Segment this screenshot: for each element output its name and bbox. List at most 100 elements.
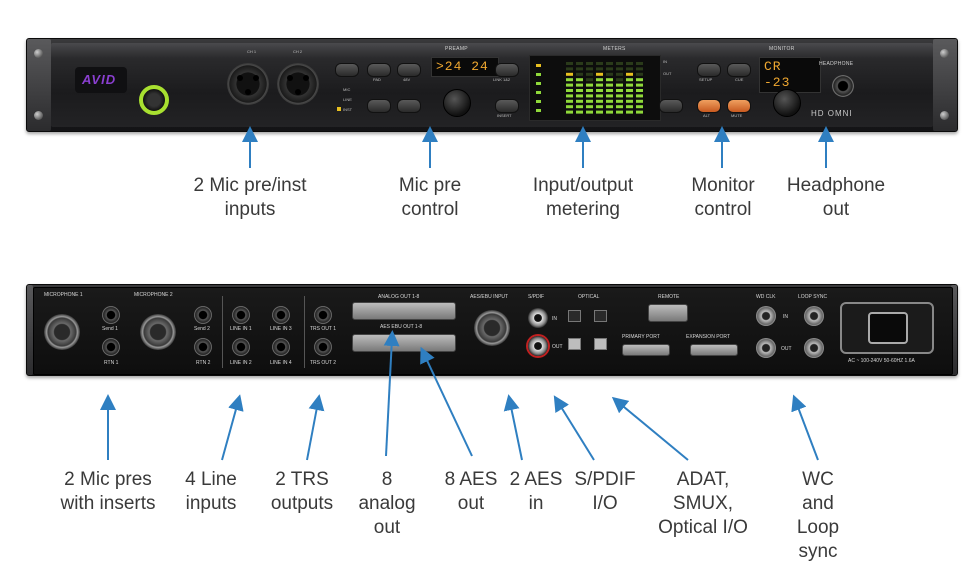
trs-out-2-label: TRS OUT 2 [310,360,337,366]
send-2-jack[interactable] [194,306,212,324]
mic-input-2-jack[interactable] [277,63,319,105]
aes-ebu-input-xlr-jack[interactable] [474,310,510,346]
rear-chassis: MICROPHONE 1 MICROPHONE 2 Send 1 RTN 1 S… [26,284,958,376]
meter-led [636,78,643,82]
meter-led [586,99,593,103]
meter-led [606,67,613,71]
avid-logo: AVID [75,67,127,93]
line-in-4-jack[interactable] [272,338,290,356]
headphone-section-label: HEADPHONE [819,61,854,67]
pad-label: PAD [373,77,381,82]
rack-ear-right [951,285,957,375]
preamp-gain-knob[interactable] [443,89,471,117]
expansion-port-connector[interactable] [690,344,738,356]
mute-button[interactable] [727,99,751,113]
optical-in-1-port[interactable] [568,310,581,322]
insert-button[interactable] [495,99,519,113]
meter-led [596,110,603,114]
meter-led [636,105,643,109]
arrow-line-inputs [221,394,244,461]
inst-led-icon [337,107,341,111]
setup-button[interactable] [697,63,721,77]
primary-port-connector[interactable] [622,344,670,356]
monitor-display: CR -23 [759,57,821,93]
trs-out-2-jack[interactable] [314,338,332,356]
rack-screw-icon [940,49,949,58]
meter-led [586,94,593,98]
front-faceplate: AVID CH 1 CH 2 MIC LINE INST PREAMP PAD … [51,43,933,127]
meter-led [626,105,633,109]
rear-panel: MICROPHONE 1 MICROPHONE 2 Send 1 RTN 1 S… [33,287,953,375]
inst-label: INST [343,107,353,112]
meter-led [616,67,623,71]
alt-button[interactable] [697,99,721,113]
line-in-3-jack[interactable] [272,306,290,324]
remote-db9-connector[interactable] [648,304,688,322]
meter-button[interactable] [659,99,683,113]
brand-label: AVID [82,72,117,87]
arrow-optical [611,396,689,461]
meter-indicator-led [536,91,541,94]
line-in-2-jack[interactable] [232,338,250,356]
meter-led [636,67,643,71]
cue-button[interactable] [727,63,751,77]
meter-led [596,62,603,65]
meter-led [626,62,633,65]
analog-out-db25-connector[interactable] [352,302,456,320]
rtn-1-jack[interactable] [102,338,120,356]
meter-led [586,83,593,87]
preamp-display: >24 24 [431,57,499,77]
mic-input-1-jack[interactable] [227,63,269,105]
pad-button[interactable] [367,63,391,77]
line-in-1-jack[interactable] [232,306,250,324]
line-in-4-label: LINE IN 4 [270,360,292,366]
select-button[interactable] [335,63,359,77]
wordclock-out-bnc-jack[interactable] [756,338,776,358]
meter-led [576,89,583,92]
arrow-analog-out [383,330,400,457]
meter-led [566,99,573,103]
mic-1-xlr-jack[interactable] [44,314,80,350]
headphone-jack[interactable] [832,75,854,97]
clock-out-label: OUT [781,346,792,352]
loop-sync-in-bnc-jack[interactable] [804,306,824,326]
trs-out-1-jack[interactable] [314,306,332,324]
monitor-level-knob[interactable] [773,89,801,117]
spdif-in-rca-jack[interactable] [528,308,548,328]
rtn-2-jack[interactable] [194,338,212,356]
line-in-2-label: LINE IN 2 [230,360,252,366]
48v-button[interactable] [397,63,421,77]
link-button[interactable] [495,63,519,77]
send-1-jack[interactable] [102,306,120,324]
meter-led [596,105,603,109]
spdif-out-rca-jack[interactable] [528,336,548,356]
wordclock-in-bnc-jack[interactable] [756,306,776,326]
meter-led [636,83,643,87]
power-button[interactable] [139,85,169,115]
meter-led [616,89,623,92]
loop-sync-label: LOOP SYNC [798,294,828,300]
optical-in-2-port[interactable] [594,310,607,322]
ac-power-inlet[interactable] [840,302,934,354]
remote-label: REMOTE [658,294,680,300]
aes-ebu-input-label: AES/EBU INPUT [470,294,509,300]
loop-sync-out-bnc-jack[interactable] [804,338,824,358]
optical-out-1-port[interactable] [568,338,581,350]
meter-led [566,78,573,82]
rack-screw-icon [34,111,43,120]
microphone-2-label: MICROPHONE 2 [134,292,173,298]
meter-led [566,62,573,65]
phase-button[interactable] [367,99,391,113]
microphone-1-label: MICROPHONE 1 [44,292,83,298]
meter-led [616,110,623,114]
meter-led [606,62,613,65]
rtn-1-label: RTN 1 [104,360,119,366]
hpf-button[interactable] [397,99,421,113]
optical-out-2-port[interactable] [594,338,607,350]
mic-2-xlr-jack[interactable] [140,314,176,350]
